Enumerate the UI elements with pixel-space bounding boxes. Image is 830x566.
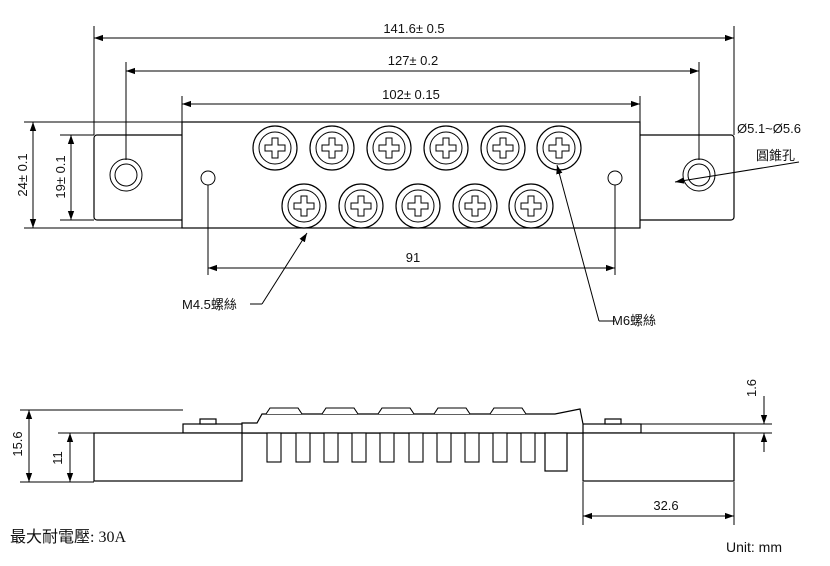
dim-base-height: 11 — [50, 432, 94, 482]
dim-overall-height: 24± 0.1 — [15, 121, 182, 229]
screw-m45-top-4 — [423, 125, 469, 171]
side-pin-3 — [323, 432, 339, 463]
dim-overall-height-label: 24± 0.1 — [15, 153, 30, 196]
large-screw-label: M6螺絲 — [612, 313, 656, 328]
screw-m45-bottom-4 — [452, 183, 498, 229]
side-pin-8 — [464, 432, 480, 463]
screw-m45-bottom-2 — [338, 183, 384, 229]
side-bump-group — [265, 407, 527, 415]
side-bump-3 — [377, 407, 415, 415]
side-bump-1 — [265, 407, 303, 415]
side-view: 15.6 11 1.6 32.6 — [10, 379, 772, 525]
side-pin-9 — [492, 432, 508, 463]
leader-large-screw: M6螺絲 — [556, 164, 656, 328]
side-left-ear — [93, 432, 243, 482]
max-voltage-note: 最大耐電壓: 30A — [10, 528, 126, 546]
side-pin-7 — [436, 432, 452, 463]
side-pin-group — [266, 432, 536, 463]
side-pin-1 — [266, 432, 282, 463]
side-cover — [241, 408, 584, 434]
screw-m45-bottom-5 — [508, 183, 554, 229]
screw-m45-bottom-1 — [281, 183, 327, 229]
dim-body-height-label: 19± 0.1 — [53, 155, 68, 198]
side-stud-left — [199, 418, 217, 425]
dim-plate-thickness: 1.6 — [641, 379, 772, 452]
side-right-ear — [582, 432, 735, 482]
side-pin-6 — [408, 432, 424, 463]
dim-locator-pitch: 91 — [207, 185, 616, 275]
dim-body-height: 19± 0.1 — [53, 134, 94, 221]
dim-body-length-label: 102± 0.15 — [382, 87, 440, 102]
dim-locator-pitch-label: 91 — [406, 250, 420, 265]
hole-diameter-label: Ø5.1~Ø5.6 — [737, 121, 801, 136]
screw-m45-top-5 — [480, 125, 526, 171]
dim-overall-length-label: 141.6± 0.5 — [383, 21, 444, 36]
dim-total-height-label: 15.6 — [10, 431, 25, 456]
screw-m45-top-3 — [366, 125, 412, 171]
side-pin-4 — [351, 432, 367, 463]
side-stud-right — [604, 418, 622, 425]
small-screw-label: M4.5螺絲 — [182, 297, 237, 312]
side-bump-2 — [321, 407, 359, 415]
screw-m6 — [536, 125, 582, 171]
dim-overall-length: 141.6± 0.5 — [93, 21, 735, 135]
side-pin-10 — [520, 432, 536, 463]
leader-hole-diameter: Ø5.1~Ø5.6 圓錐孔 — [674, 121, 801, 184]
screw-m45-top-2 — [309, 125, 355, 171]
side-pin-large — [544, 432, 568, 472]
side-bump-5 — [489, 407, 527, 415]
dim-hole-pitch: 127± 0.2 — [125, 53, 700, 160]
dim-hole-pitch-label: 127± 0.2 — [388, 53, 439, 68]
dim-plate-thickness-label: 1.6 — [744, 379, 759, 397]
dim-base-height-label: 11 — [50, 451, 65, 465]
dim-ear-width-label: 32.6 — [653, 498, 678, 513]
dim-ear-width: 32.6 — [582, 482, 735, 525]
side-bump-4 — [433, 407, 471, 415]
screw-m45-top-1 — [252, 125, 298, 171]
dim-body-length: 102± 0.15 — [181, 87, 641, 122]
side-pin-5 — [379, 432, 395, 463]
leader-small-screw: M4.5螺絲 — [182, 232, 308, 312]
screw-m45-bottom-3 — [395, 183, 441, 229]
top-view: 141.6± 0.5 127± 0.2 102± 0.15 91 — [15, 21, 801, 328]
side-pin-2 — [295, 432, 311, 463]
hole-name-label: 圓錐孔 — [756, 148, 795, 163]
dim-total-height: 15.6 — [10, 409, 183, 483]
unit-note: Unit: mm — [726, 539, 782, 555]
screw-group — [252, 125, 582, 229]
